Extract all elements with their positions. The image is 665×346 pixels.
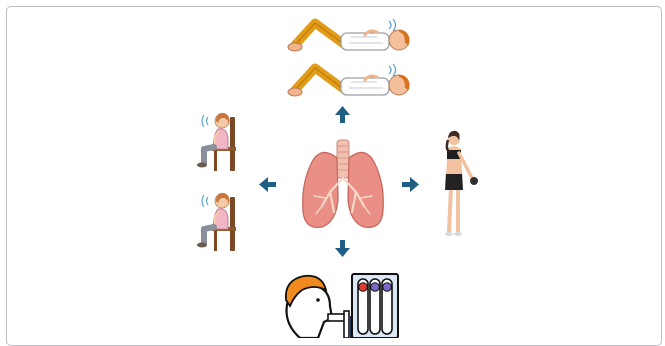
diagram-figure: [0, 0, 665, 338]
standing-exercise-icon: [445, 131, 478, 236]
lungs-icon: [303, 140, 384, 227]
arrow-left-icon: [259, 177, 276, 192]
arrow-up-icon: [335, 106, 350, 123]
seated-breathing-icon: [197, 113, 236, 251]
arrow-down-icon: [335, 240, 350, 257]
supine-breathing-icon: [288, 19, 409, 96]
incentive-spirometer-icon: [286, 274, 398, 338]
arrow-right-icon: [402, 177, 419, 192]
